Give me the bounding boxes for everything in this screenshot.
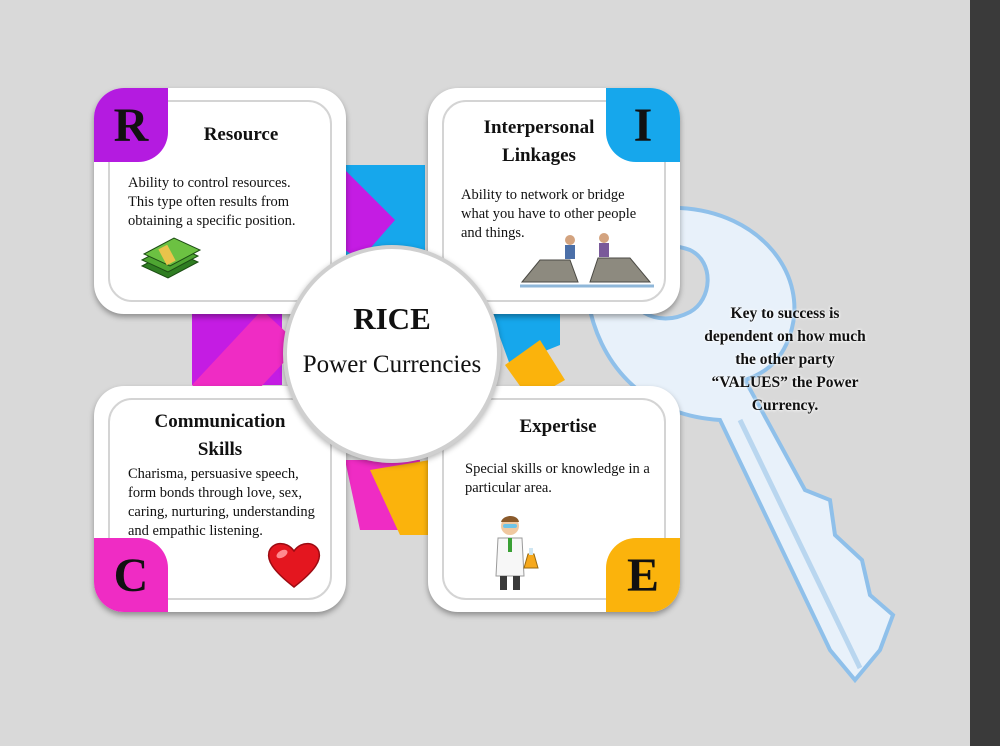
card-inner-border bbox=[442, 398, 666, 600]
letter-e-badge: E bbox=[606, 538, 680, 612]
expertise-description: Special skills or knowledge in a particu… bbox=[465, 461, 650, 496]
card-resource: R Resource Ability to control resources.… bbox=[94, 88, 346, 314]
center-title: RICE bbox=[353, 301, 431, 336]
heart-icon bbox=[267, 542, 321, 588]
interpersonal-description: Ability to network or bridge what you ha… bbox=[461, 187, 637, 241]
card-interpersonal: I Interpersonal Linkages Ability to netw… bbox=[428, 88, 680, 314]
center-circle: RICE Power Currencies bbox=[283, 245, 501, 463]
card-inner-border bbox=[442, 100, 666, 302]
letter-r-badge: R bbox=[94, 88, 168, 162]
letter-c-badge: C bbox=[94, 538, 168, 612]
resource-description: Ability to control resources. This type … bbox=[128, 175, 296, 229]
letter-c: C bbox=[113, 548, 149, 602]
card-inner-border bbox=[108, 100, 332, 302]
letter-i-badge: I bbox=[606, 88, 680, 162]
communication-title: Communication Skills bbox=[154, 411, 286, 460]
card-inner-border bbox=[108, 398, 332, 600]
letter-e: E bbox=[626, 548, 659, 602]
letter-i: I bbox=[633, 98, 653, 152]
resource-title: Resource bbox=[203, 124, 279, 145]
expertise-title: Expertise bbox=[519, 416, 597, 437]
center-subtitle: Power Currencies bbox=[302, 351, 482, 378]
communication-description: Charisma, persuasive speech, form bonds … bbox=[128, 466, 315, 539]
money-stack-icon bbox=[140, 237, 202, 279]
scientist-icon bbox=[495, 516, 539, 590]
letter-r: R bbox=[113, 98, 149, 152]
key-caption: Key to success is dependent on how much … bbox=[704, 305, 866, 414]
card-communication: C Communication Skills Charisma, persuas… bbox=[94, 386, 346, 612]
interpersonal-title: Interpersonal Linkages bbox=[483, 117, 595, 166]
bridge-people-icon bbox=[520, 233, 654, 288]
right-edge-bar bbox=[970, 0, 1000, 746]
